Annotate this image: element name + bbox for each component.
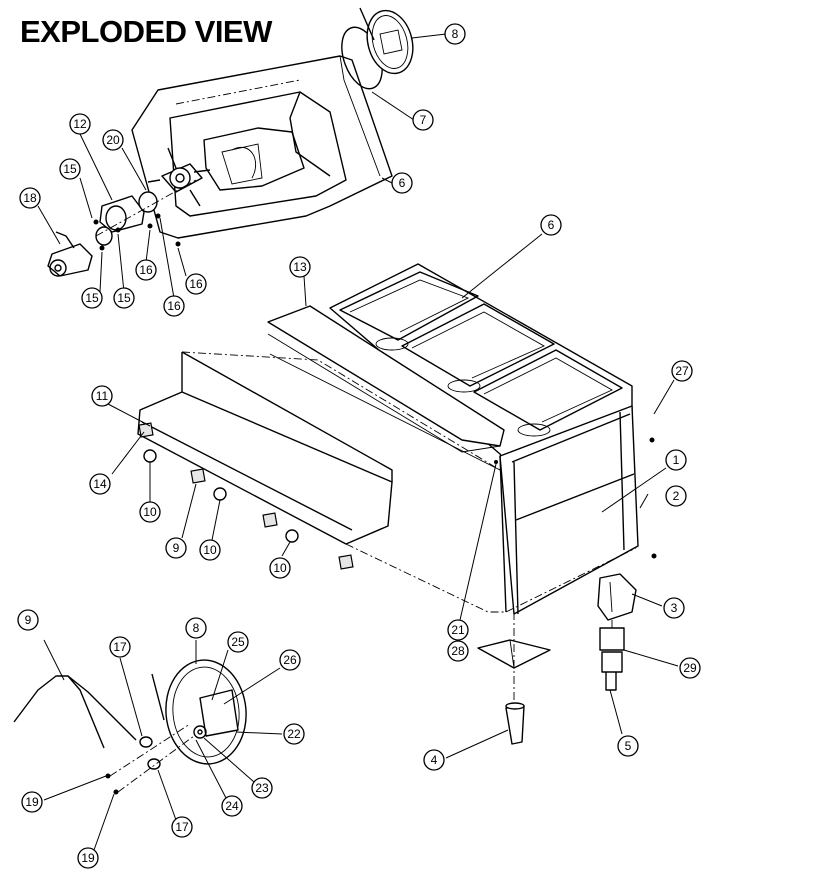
svg-text:24: 24 (225, 799, 239, 813)
svg-text:16: 16 (167, 299, 181, 313)
callout-22: 22 (283, 723, 305, 745)
svg-text:22: 22 (287, 727, 301, 741)
svg-text:26: 26 (283, 653, 297, 667)
callout-21: 21 (447, 619, 469, 641)
callout-10-a: 10 (139, 501, 161, 523)
callout-5: 5 (617, 735, 639, 757)
callout-18: 18 (19, 187, 41, 209)
callout-25: 25 (227, 631, 249, 653)
well-pan-assembly (47, 7, 414, 277)
callout-17-b: 17 (171, 816, 193, 838)
callout-8-detail: 8 (185, 617, 207, 639)
svg-text:9: 9 (173, 541, 180, 555)
callout-bubbles: 8 7 6 12 20 15 18 16 16 16 15 15 6 13 27… (17, 23, 701, 869)
svg-text:17: 17 (113, 640, 127, 654)
callout-26: 26 (279, 649, 301, 671)
svg-text:20: 20 (106, 133, 120, 147)
callout-16-a: 16 (135, 259, 157, 281)
leader-lines (37, 33, 679, 851)
callout-1: 1 (665, 449, 687, 471)
svg-text:10: 10 (273, 561, 287, 575)
svg-text:1: 1 (673, 453, 680, 467)
svg-text:25: 25 (231, 635, 245, 649)
callout-9-detail: 9 (17, 609, 39, 631)
callout-6-top: 6 (391, 172, 413, 194)
svg-text:10: 10 (203, 543, 217, 557)
svg-text:15: 15 (85, 291, 99, 305)
svg-text:16: 16 (139, 263, 153, 277)
callout-15-c: 15 (113, 287, 135, 309)
callout-12: 12 (69, 113, 91, 135)
callout-29: 29 (679, 657, 701, 679)
callout-20: 20 (102, 129, 124, 151)
callout-2: 2 (665, 485, 687, 507)
svg-text:6: 6 (399, 176, 406, 190)
svg-text:15: 15 (63, 162, 77, 176)
diagram-title: EXPLODED VIEW (20, 14, 272, 49)
callout-11: 11 (91, 385, 113, 407)
svg-text:6: 6 (548, 218, 555, 232)
svg-text:13: 13 (293, 260, 307, 274)
callout-24: 24 (221, 795, 243, 817)
svg-text:28: 28 (451, 644, 465, 658)
svg-text:4: 4 (431, 753, 438, 767)
svg-text:3: 3 (671, 601, 678, 615)
svg-text:19: 19 (81, 851, 95, 865)
svg-text:16: 16 (189, 277, 203, 291)
callout-28: 28 (447, 640, 469, 662)
callout-23: 23 (251, 777, 273, 799)
callout-14: 14 (89, 473, 111, 495)
svg-text:27: 27 (675, 364, 689, 378)
svg-text:23: 23 (255, 781, 269, 795)
access-plate-detail (13, 659, 247, 795)
svg-text:15: 15 (117, 291, 131, 305)
callout-10-c: 10 (269, 557, 291, 579)
svg-text:8: 8 (193, 621, 200, 635)
svg-text:18: 18 (23, 191, 37, 205)
callout-16-c: 16 (185, 273, 207, 295)
callout-9-panel: 9 (165, 537, 187, 559)
callout-7: 7 (412, 109, 434, 131)
callout-13: 13 (289, 256, 311, 278)
svg-text:5: 5 (625, 739, 632, 753)
svg-text:21: 21 (451, 623, 465, 637)
callout-10-b: 10 (199, 539, 221, 561)
callout-3: 3 (663, 597, 685, 619)
svg-text:19: 19 (25, 795, 39, 809)
callout-15-b: 15 (81, 287, 103, 309)
svg-text:10: 10 (143, 505, 157, 519)
callout-8-top: 8 (444, 23, 466, 45)
svg-text:2: 2 (673, 489, 680, 503)
svg-text:7: 7 (420, 113, 427, 127)
callout-19-b: 19 (77, 847, 99, 869)
cabinet-assembly (137, 263, 657, 745)
svg-text:14: 14 (93, 477, 107, 491)
callout-16-b: 16 (163, 295, 185, 317)
callout-15-a: 15 (59, 158, 81, 180)
svg-text:11: 11 (96, 389, 109, 403)
callout-4: 4 (423, 749, 445, 771)
callout-27: 27 (671, 360, 693, 382)
svg-text:12: 12 (73, 117, 87, 131)
callout-6-wells: 6 (540, 214, 562, 236)
svg-text:17: 17 (175, 820, 189, 834)
svg-text:9: 9 (25, 613, 32, 627)
callout-19-a: 19 (21, 791, 43, 813)
svg-text:8: 8 (452, 27, 459, 41)
callout-17-a: 17 (109, 636, 131, 658)
svg-text:29: 29 (683, 661, 697, 675)
